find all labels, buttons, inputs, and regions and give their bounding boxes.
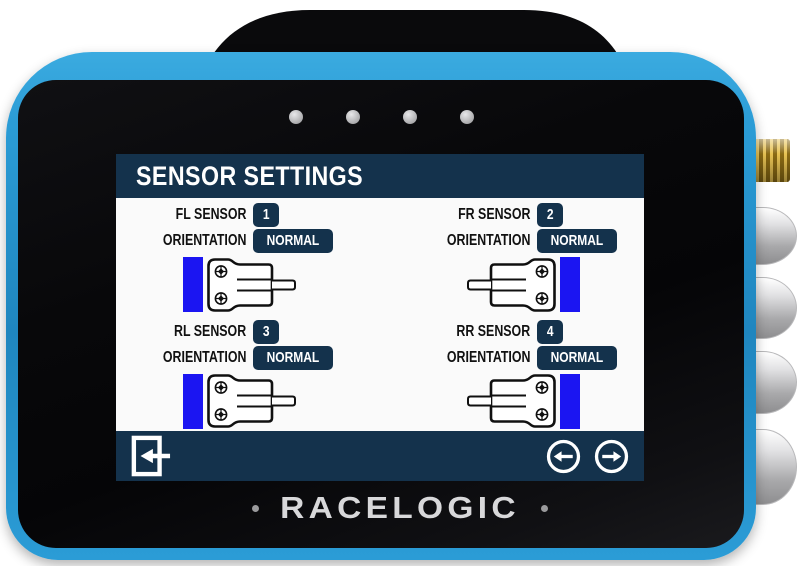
screw-crosshair-icon: [535, 264, 549, 278]
screw-crosshair-icon: [535, 381, 549, 394]
led-indicator: [289, 110, 303, 124]
screw-crosshair-icon: [214, 408, 228, 421]
screw-crosshair-icon: [535, 408, 549, 421]
orientation-label: ORIENTATION: [446, 232, 530, 249]
sensor-label: FR SENSOR: [457, 206, 530, 223]
orientation-label: ORIENTATION: [162, 232, 246, 249]
brand-logo: RACELOGIC: [280, 490, 520, 525]
screen-footer: [116, 431, 644, 481]
orientation-label: ORIENTATION: [446, 348, 530, 366]
sensor-mount-bar: [183, 373, 203, 429]
led-indicator: [346, 110, 360, 124]
sensor-grid: FL SENSOR 1 ORIENTATION NORMAL: [116, 198, 644, 431]
screw-crosshair-icon: [214, 291, 228, 305]
sensor-settings-rows: FR SENSOR 2 ORIENTATION NORMAL: [412, 203, 644, 253]
sensor-diagram: [183, 256, 299, 313]
brand-row: RACELOGIC: [200, 490, 600, 526]
sensor-channel-badge[interactable]: 4: [537, 319, 563, 344]
sensor-panel: FL SENSOR 1 ORIENTATION NORMAL: [116, 198, 380, 315]
sensor-label: RR SENSOR: [456, 322, 530, 340]
sensor-label: RL SENSOR: [173, 322, 246, 340]
led-indicator: [460, 110, 474, 124]
sensor-diagram: [464, 256, 580, 313]
sensor-settings-rows: RR SENSOR 4 ORIENTATION NORMAL: [412, 319, 644, 370]
wheel-sensor-icon: [467, 374, 556, 428]
status-leds: [289, 110, 474, 124]
sensor-channel-badge[interactable]: 1: [253, 203, 279, 227]
screw-crosshair-icon: [214, 381, 228, 394]
arrow-left-icon[interactable]: [546, 439, 581, 474]
screen-header: SENSOR SETTINGS: [116, 154, 644, 198]
screw-crosshair-icon: [214, 264, 228, 278]
sensor-mount-bar: [183, 257, 203, 312]
orientation-value-badge[interactable]: NORMAL: [537, 345, 617, 370]
orientation-value-badge[interactable]: NORMAL: [253, 345, 333, 370]
sensor-diagram: [464, 373, 580, 430]
sensor-settings-rows: FL SENSOR 1 ORIENTATION NORMAL: [128, 203, 380, 253]
wheel-sensor-icon: [207, 257, 296, 312]
orientation-label: ORIENTATION: [162, 348, 246, 366]
wheel-sensor-icon: [467, 257, 556, 312]
sensor-panel: RL SENSOR 3 ORIENTATION NORMAL: [116, 315, 380, 432]
orientation-value-badge[interactable]: NORMAL: [537, 229, 617, 253]
orientation-value-badge[interactable]: NORMAL: [253, 229, 333, 253]
brand-dot-icon: [541, 504, 548, 512]
sensor-mount-bar: [560, 257, 580, 312]
sensor-panel: FR SENSOR 2 ORIENTATION NORMAL: [380, 198, 644, 315]
sensor-diagram: [183, 373, 299, 430]
arrow-right-icon[interactable]: [594, 439, 629, 474]
sensor-mount-bar: [560, 373, 580, 429]
sensor-label: FL SENSOR: [175, 206, 246, 223]
brand-dot-icon: [252, 504, 259, 512]
sensor-settings-rows: RL SENSOR 3 ORIENTATION NORMAL: [128, 319, 380, 370]
exit-icon[interactable]: [131, 435, 171, 477]
screw-crosshair-icon: [535, 291, 549, 305]
wheel-sensor-icon: [207, 374, 296, 428]
sensor-channel-badge[interactable]: 3: [253, 319, 279, 344]
led-indicator: [403, 110, 417, 124]
touchscreen: SENSOR SETTINGS FL SENSOR 1 ORIENTATION …: [116, 154, 644, 481]
page-title: SENSOR SETTINGS: [136, 160, 364, 191]
sensor-channel-badge[interactable]: 2: [537, 203, 563, 227]
sensor-panel: RR SENSOR 4 ORIENTATION NORMAL: [380, 315, 644, 432]
